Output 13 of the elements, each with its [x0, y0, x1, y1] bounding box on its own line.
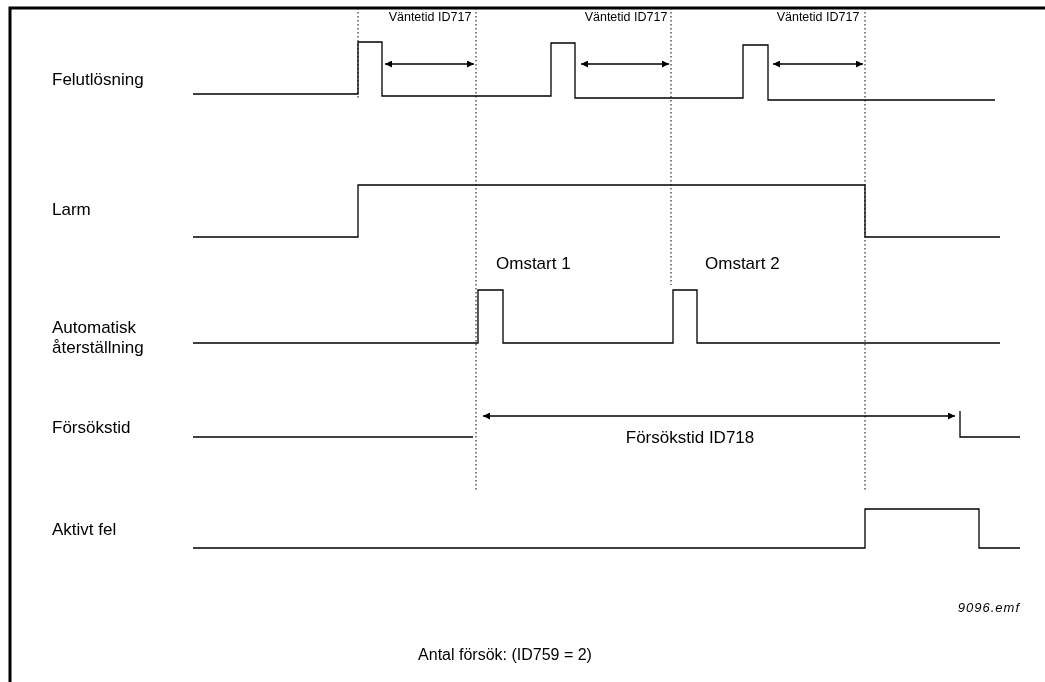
signal-label: Försökstid — [52, 418, 132, 439]
signal-label: Aktivt fel — [52, 520, 118, 541]
timing-label: Väntetid ID717 — [583, 10, 669, 25]
timing-label: Omstart 1 — [496, 254, 572, 275]
timing-label: Väntetid ID717 — [387, 10, 473, 25]
timing-label: Försökstid ID718 — [624, 428, 756, 449]
signal-label: Felutlösning — [52, 70, 145, 91]
file-name: 9096.emf — [956, 600, 1020, 616]
timing-label: Väntetid ID717 — [775, 10, 861, 25]
signal-label: Automatisk återställning — [52, 318, 145, 359]
timing-label: Omstart 2 — [705, 254, 781, 275]
signal-label: Larm — [52, 200, 92, 221]
note-text: Antal försök: (ID759 = 2) — [417, 645, 593, 665]
